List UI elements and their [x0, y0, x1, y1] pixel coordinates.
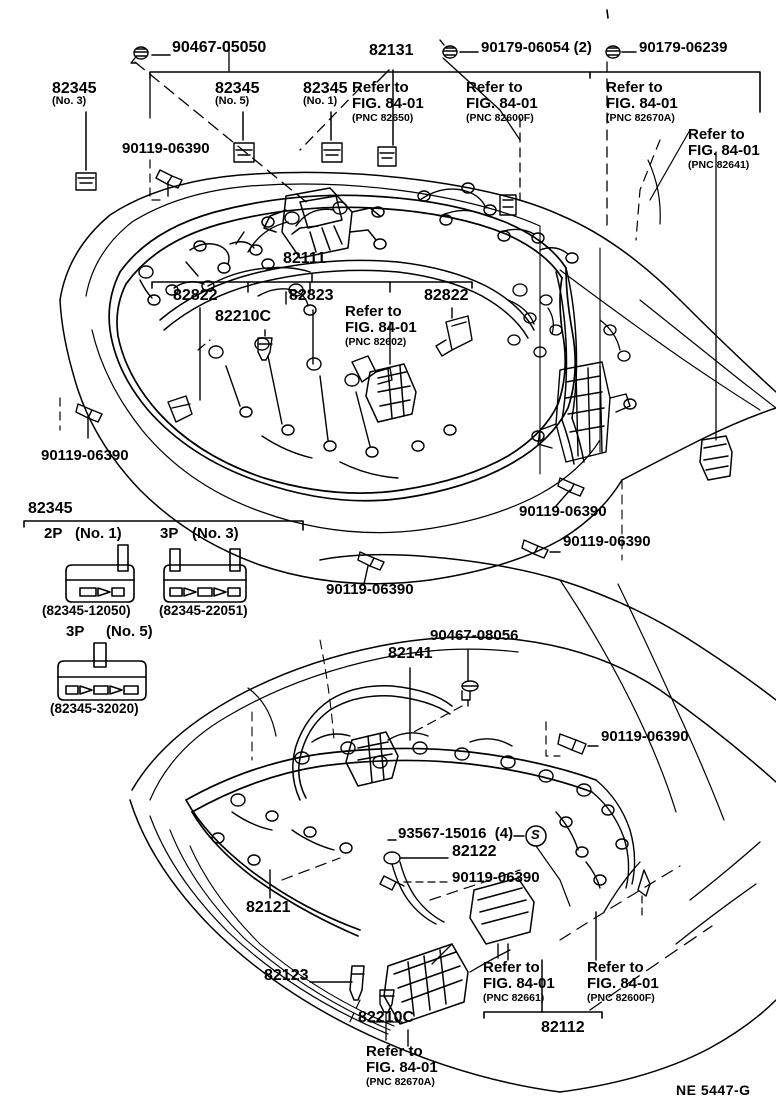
callout-82121: 82121 — [246, 899, 291, 916]
refer-block-82602: Refer to FIG. 84-01 (PNC 82602) — [345, 304, 417, 348]
callout-82345-no5: 82345 — [215, 80, 260, 97]
legend-3p-no5-no: (No. 5) — [106, 623, 153, 640]
callout-90179-06054: 90179-06054 (2) — [481, 39, 592, 56]
refer-block-82600F-lower: Refer to FIG. 84-01 (PNC 82600F) — [587, 960, 659, 1004]
refer-block-82670A: Refer to FIG. 84-01 (PNC 82670A) — [606, 80, 678, 124]
refer-line1: Refer to — [366, 1043, 423, 1060]
refer-block-82670A-lower: Refer to FIG. 84-01 (PNC 82670A) — [366, 1044, 438, 1088]
refer-pnc: (PNC 82650) — [352, 111, 414, 124]
refer-pnc: (PNC 82670A) — [366, 1075, 435, 1088]
refer-pnc: (PNC 82600F) — [587, 991, 655, 1004]
refer-line2: FIG. 84-01 — [483, 974, 555, 992]
drawing-number: NE 5447-G — [676, 1082, 751, 1098]
callout-90119-06390-lower-mid: 90119-06390 — [452, 869, 540, 886]
callout-82122: 82122 — [452, 843, 497, 860]
refer-block-82641: Refer to FIG. 84-01 (PNC 82641) — [688, 127, 760, 171]
legend-2p-code: (82345-12050) — [42, 603, 131, 618]
refer-pnc: (PNC 82602) — [345, 335, 407, 348]
callout-90119-06390-right: 90119-06390 — [563, 533, 651, 550]
refer-line2: FIG. 84-01 — [688, 141, 760, 159]
callout-82210C-upper: 82210C — [215, 308, 272, 325]
callout-82210C-lower: 82210C — [358, 1009, 415, 1026]
refer-line1: Refer to — [688, 126, 745, 143]
refer-block-82661: Refer to FIG. 84-01 (PNC 82661) — [483, 960, 555, 1004]
refer-block-82600F: Refer to FIG. 84-01 (PNC 82600F) — [466, 80, 538, 124]
refer-line2: FIG. 84-01 — [587, 974, 659, 992]
legend-2p-no: (No. 1) — [75, 525, 122, 542]
refer-line2: FIG. 84-01 — [466, 94, 538, 112]
s-marker-label: S — [531, 827, 540, 842]
callout-82131: 82131 — [369, 42, 414, 59]
refer-line2: FIG. 84-01 — [366, 1058, 438, 1076]
refer-line1: Refer to — [352, 79, 409, 96]
callout-82345-no3-sub: (No. 3) — [52, 95, 87, 107]
legend-3p-no5-pins: 3P — [66, 623, 85, 640]
callout-93567-15016: 93567-15016 (4) — [398, 825, 514, 842]
refer-pnc: (PNC 82661) — [483, 991, 545, 1004]
refer-line2: FIG. 84-01 — [345, 318, 417, 336]
legend-3p-no5-code: (82345-32020) — [50, 701, 139, 716]
refer-line1: Refer to — [587, 959, 644, 976]
callout-90179-06239: 90179-06239 — [639, 39, 728, 56]
callout-90119-06390-top: 90119-06390 — [122, 140, 210, 157]
callout-90119-06390-mid: 90119-06390 — [519, 503, 607, 520]
callout-90119-06390-bottom: 90119-06390 — [326, 581, 414, 598]
refer-pnc: (PNC 82670A) — [606, 111, 675, 124]
callout-82345-no1-sub: (No. 1) — [303, 95, 338, 107]
refer-pnc: (PNC 82600F) — [466, 111, 534, 124]
callout-82112: 82112 — [541, 1019, 585, 1036]
callout-82141: 82141 — [388, 645, 433, 662]
refer-line2: FIG. 84-01 — [352, 94, 424, 112]
legend-3p-no3-pins: 3P — [160, 525, 179, 542]
callout-82345-no3: 82345 — [52, 80, 97, 97]
callout-90119-06390-left: 90119-06390 — [41, 447, 129, 464]
legend-3p-no3-code: (82345-22051) — [159, 603, 248, 618]
callout-82111: 82111 — [283, 250, 326, 267]
callout-82823: 82823 — [289, 287, 334, 304]
legend-3p-no3-no: (No. 3) — [192, 525, 239, 542]
callout-90119-06390-lower-right: 90119-06390 — [601, 728, 689, 745]
refer-block-82650: Refer to FIG. 84-01 (PNC 82650) — [352, 80, 424, 124]
refer-pnc: (PNC 82641) — [688, 158, 750, 171]
callout-82822-left: 82822 — [173, 287, 218, 304]
legend-part-number: 82345 — [28, 500, 73, 517]
callout-82345-no5-sub: (No. 5) — [215, 95, 250, 107]
legend-2p-pins: 2P — [44, 525, 63, 542]
refer-line1: Refer to — [466, 79, 523, 96]
refer-line2: FIG. 84-01 — [606, 94, 678, 112]
refer-line1: Refer to — [345, 303, 402, 320]
callout-90467-05050: 90467-05050 — [172, 39, 267, 56]
refer-line1: Refer to — [483, 959, 540, 976]
refer-line1: Refer to — [606, 79, 663, 96]
callout-90467-08056: 90467-08056 — [430, 627, 519, 644]
callout-82822-right: 82822 — [424, 287, 469, 304]
callout-82345-no1: 82345 — [303, 80, 348, 97]
callout-82123: 82123 — [264, 967, 309, 984]
